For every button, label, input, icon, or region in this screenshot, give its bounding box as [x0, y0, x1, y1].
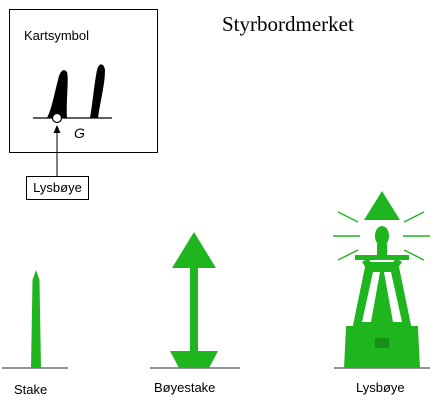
boyestake-mark — [150, 232, 240, 369]
buoy-pointer-label: Lysbøye — [26, 176, 89, 200]
diagram-title: Styrbordmerket — [222, 12, 354, 36]
lysboye-label: Lysbøye — [356, 380, 405, 395]
chart-symbol-box — [9, 9, 158, 153]
chart-symbol-letter: G — [74, 125, 85, 141]
lysboye-mark — [333, 191, 430, 369]
boyestake-label: Bøyestake — [154, 380, 216, 395]
stake-label: Stake — [14, 382, 48, 397]
chart-symbol-icon — [33, 64, 112, 124]
chart-symbol-label: Kartsymbol — [24, 28, 90, 43]
pointer-arrow — [53, 125, 61, 176]
stake-mark — [2, 270, 68, 369]
